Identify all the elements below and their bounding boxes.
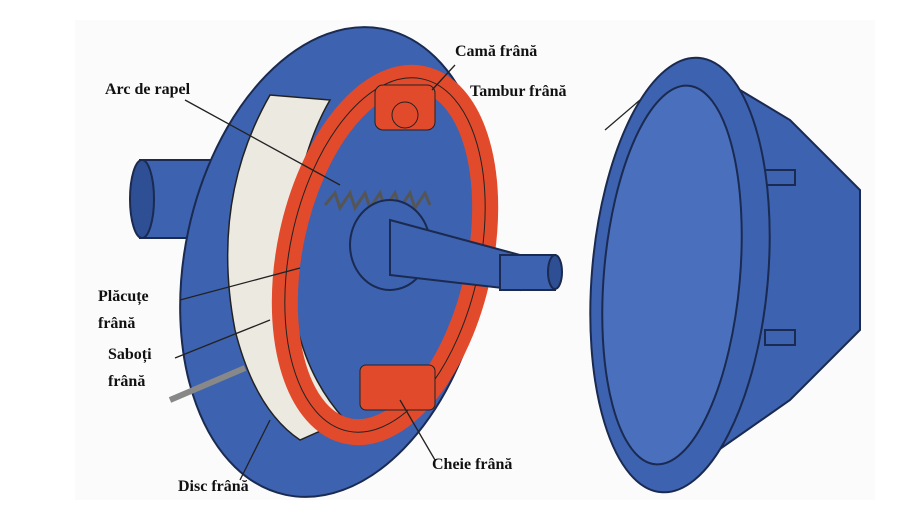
- brake-drum: [589, 56, 861, 494]
- label-disc: Disc frână: [178, 478, 249, 495]
- brake-key: [359, 364, 436, 411]
- label-pads-line1: Plăcuțe: [98, 288, 149, 305]
- label-shoes-line1: Saboți: [108, 346, 152, 363]
- cable: [168, 365, 247, 403]
- label-pads-line2: frână: [98, 315, 136, 332]
- label-spring: Arc de rapel: [105, 81, 191, 98]
- label-key: Cheie frână: [432, 456, 513, 473]
- leader-lines: [174, 64, 641, 481]
- label-drum: Tambur frână: [470, 83, 567, 100]
- spindle: [349, 199, 563, 292]
- label-shoes-line2: frână: [108, 373, 146, 390]
- label-cam: Camă frână: [455, 43, 538, 60]
- return-spring: [323, 189, 432, 212]
